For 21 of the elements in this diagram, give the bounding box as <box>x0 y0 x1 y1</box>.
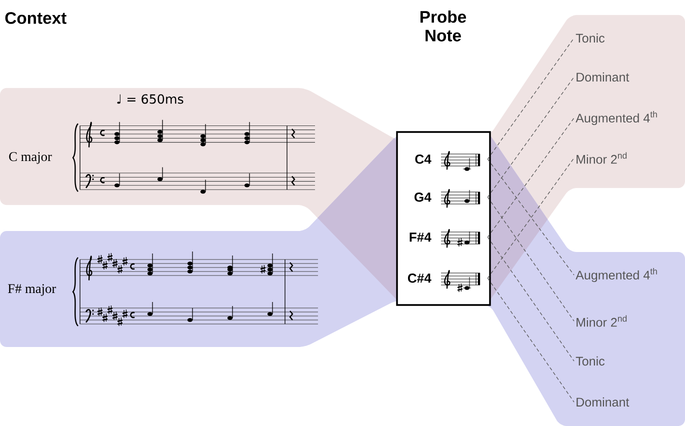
dashed-line <box>487 76 574 198</box>
probe-note-label: F#4 <box>410 232 432 242</box>
dashed-line <box>487 118 574 238</box>
section-heading: Context <box>5 12 66 24</box>
interval-label: Augmented 4$^{th}$ <box>576 110 657 126</box>
probe-note-label: C#4 <box>408 274 432 283</box>
interval-label: Dominant <box>576 72 630 82</box>
dashed-line <box>487 38 574 160</box>
interval-label: Tonic <box>576 33 605 43</box>
probe-note-label: G4 <box>414 192 432 202</box>
probe-note-label: C4 <box>415 154 432 164</box>
dashed-line <box>487 278 574 402</box>
interval-label: Tonic <box>576 356 605 366</box>
probe-box <box>396 131 491 306</box>
interval-label: Minor 2$^{nd}$ <box>576 152 627 164</box>
dashed-line <box>487 236 574 362</box>
tempo-marking: ♩ = 650ms <box>117 94 184 104</box>
interval-label: Dominant <box>576 397 630 407</box>
dashed-line <box>487 196 574 322</box>
interval-label: Minor 2$^{nd}$ <box>576 315 627 327</box>
interval-label: Augmented 4$^{th}$ <box>576 268 657 282</box>
